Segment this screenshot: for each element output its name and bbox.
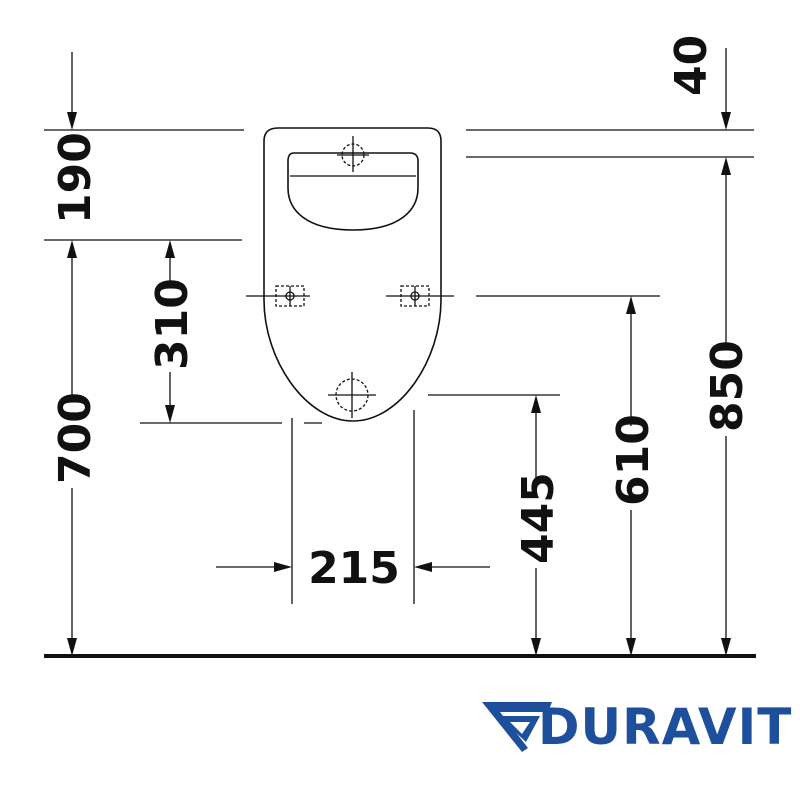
duravit-logo: DURAVIT <box>482 698 792 756</box>
dimension-310 <box>165 240 175 423</box>
dimension-label-310: 310 <box>147 278 198 370</box>
duravit-logo-icon <box>482 702 552 752</box>
dimension-label-700: 700 <box>50 392 101 484</box>
dimension-610 <box>626 296 636 656</box>
dimension-850 <box>721 172 731 656</box>
dimension-445 <box>531 395 541 656</box>
outlet-icon <box>328 372 376 418</box>
dimension-label-215: 215 <box>308 543 400 594</box>
fixing-point-icon <box>246 285 310 307</box>
duravit-logo-text: DURAVIT <box>538 698 792 756</box>
dimension-40 <box>721 48 731 175</box>
dimension-215 <box>216 562 490 572</box>
dimension-label-190: 190 <box>50 132 101 224</box>
dimension-label-40: 40 <box>666 35 717 96</box>
dimension-700 <box>67 240 77 656</box>
fixing-point-icon <box>386 285 454 307</box>
dimension-190 <box>67 52 77 130</box>
urinal-body <box>263 127 442 422</box>
inlet-icon <box>337 136 369 172</box>
outlet-extension-lines <box>291 410 415 604</box>
dimension-label-445: 445 <box>513 472 564 564</box>
reference-lines <box>44 129 754 424</box>
dimension-label-610: 610 <box>608 414 659 506</box>
dimension-label-850: 850 <box>702 340 753 432</box>
